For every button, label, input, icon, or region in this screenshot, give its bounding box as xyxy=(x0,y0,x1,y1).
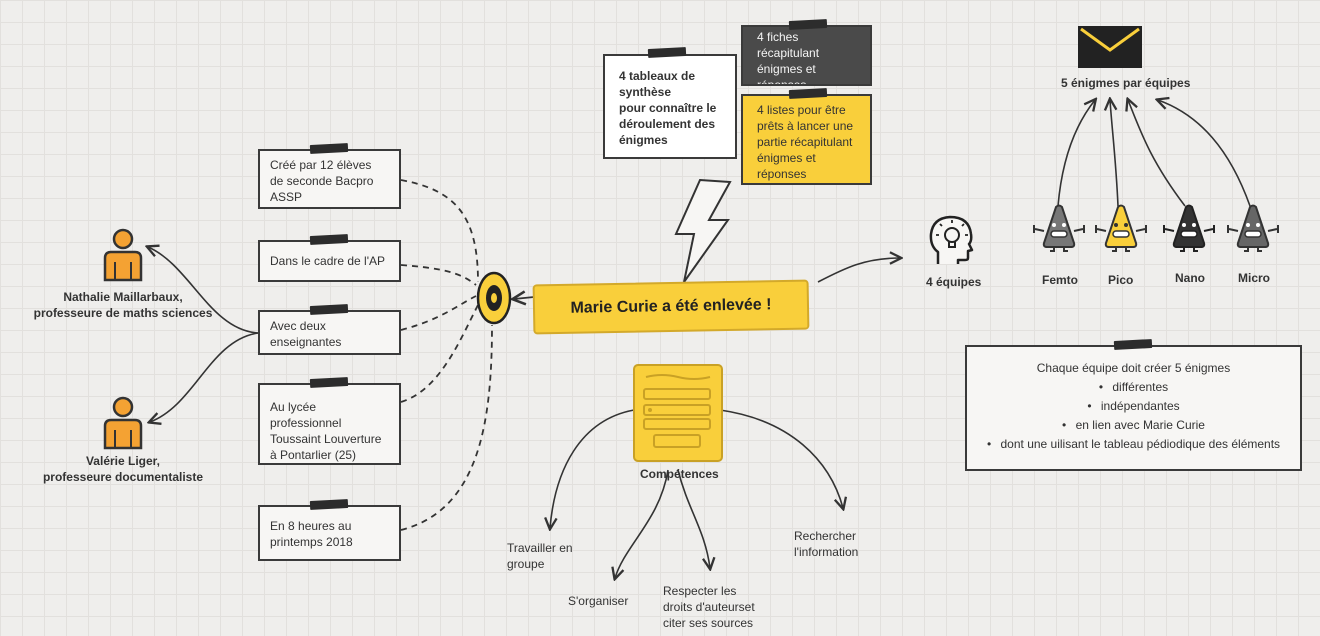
equipes-label: 4 équipes xyxy=(926,275,982,289)
checklist-form-icon xyxy=(633,364,723,462)
competence-rechercher: Rechercher l'information xyxy=(794,529,859,559)
team-name-femto: Femto xyxy=(1042,273,1078,287)
teacher-name-1: Nathalie Maillarbaux, professeure de mat… xyxy=(33,290,213,320)
pico-monster-icon xyxy=(1095,204,1147,252)
person-icon xyxy=(103,396,143,450)
competence-organiser: S'organiser xyxy=(568,594,629,608)
info-box-lycee[interactable]: Au lycée professionnel Toussaint Louvert… xyxy=(258,383,401,465)
rules-box[interactable]: Chaque équipe doit créer 5 énigmes diffé… xyxy=(965,345,1302,471)
micro-monster-icon xyxy=(1227,204,1279,252)
teacher-name-2: Valérie Liger, professeure documentalist… xyxy=(42,454,204,484)
envelope-icon xyxy=(1078,26,1142,68)
rules-item: différentes xyxy=(975,378,1292,397)
note-listes[interactable]: 4 listes pour être prêts à lancer une pa… xyxy=(741,94,872,185)
central-topic[interactable]: Marie Curie a été enlevée ! xyxy=(532,279,810,335)
team-name-micro: Micro xyxy=(1238,271,1271,285)
rules-intro: Chaque équipe doit créer 5 énigmes xyxy=(1036,361,1231,375)
note-synthese[interactable]: 4 tableaux de synthèse pour connaître le… xyxy=(603,54,737,159)
info-box-creation[interactable]: Créé par 12 élèves de seconde Bacpro ASS… xyxy=(258,149,401,209)
competence-travailler: Travailler en groupe xyxy=(507,541,573,571)
lightning-bolt xyxy=(674,178,732,283)
rules-item: indépendantes xyxy=(975,397,1292,416)
info-box-cadre[interactable]: Dans le cadre de l'AP xyxy=(258,240,401,282)
team-name-nano: Nano xyxy=(1175,271,1205,285)
rules-list: différentes indépendantes en lien avec M… xyxy=(975,378,1292,454)
note-fiches[interactable]: 4 fiches récapitulant énigmes et réponse… xyxy=(741,25,872,86)
info-box-enseignantes[interactable]: Avec deux enseignantes xyxy=(258,310,401,355)
rules-item: en lien avec Marie Curie xyxy=(975,416,1292,435)
hub-ring xyxy=(476,271,512,325)
competences-label: Compétences xyxy=(640,467,719,481)
nano-monster-icon xyxy=(1163,204,1215,252)
team-name-pico: Pico xyxy=(1108,273,1134,287)
head-lightbulb-icon xyxy=(929,215,974,264)
info-box-duree[interactable]: En 8 heures au printemps 2018 xyxy=(258,505,401,561)
competence-respecter: Respecter les droits d'auteurset citer s… xyxy=(663,584,755,630)
person-icon xyxy=(103,228,143,282)
rules-item: dont une uilisant le tableau pédiodique … xyxy=(975,435,1292,454)
enigmes-label: 5 énigmes par équipes xyxy=(1061,76,1191,90)
femto-monster-icon xyxy=(1033,204,1085,252)
